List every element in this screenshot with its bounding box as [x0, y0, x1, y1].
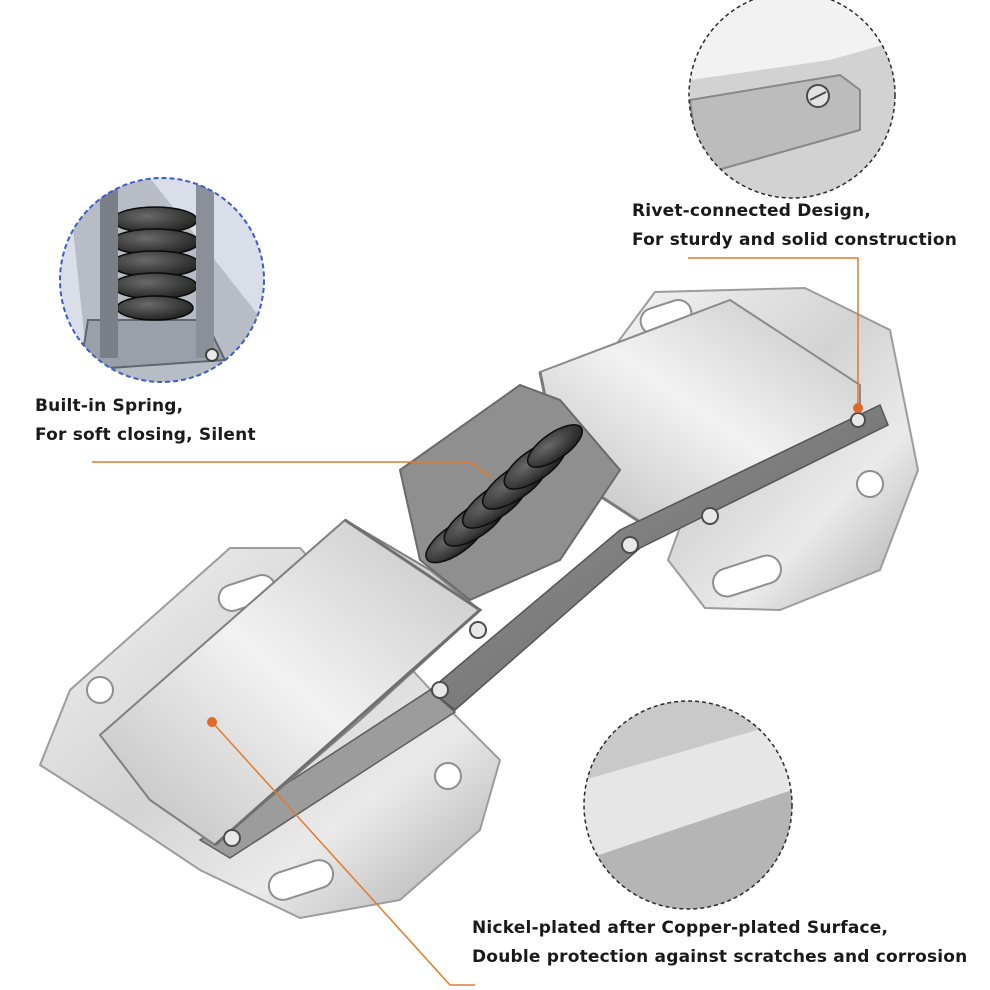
link-bar [198, 689, 457, 859]
surface-detail-circle [583, 700, 793, 910]
callout-spring-title: Built-in Spring, [35, 396, 184, 416]
leader-line-surface [211, 721, 475, 986]
marker-dot-surface [207, 717, 217, 727]
link-bar [428, 403, 889, 711]
marker-dot-rivet [853, 403, 863, 413]
callout-spring-subtitle: For soft closing, Silent [35, 425, 256, 445]
spring-coils [425, 424, 584, 564]
arm-edge [214, 518, 483, 847]
callout-rivet-subtitle: For sturdy and solid construction [632, 230, 958, 250]
slot-hole [712, 554, 782, 598]
callout-plated-surface: Nickel-plated after Copper-plated Surfac… [472, 914, 967, 972]
callout-rivet-title: Rivet-connected Design, [632, 201, 871, 221]
hinge-product [38, 286, 920, 920]
callout-rivet-design: Rivet-connected Design, For sturdy and s… [632, 197, 957, 255]
screw-hole [856, 470, 884, 498]
screw-hole [86, 676, 114, 704]
callout-surface-title: Nickel-plated after Copper-plated Surfac… [472, 918, 889, 938]
leader-line-rivet [688, 257, 859, 408]
rivets [223, 412, 866, 847]
screw-hole [434, 762, 462, 790]
spring-detail-circle [59, 177, 265, 383]
leader-lines [92, 257, 859, 986]
callout-surface-subtitle: Double protection against scratches and … [472, 947, 968, 967]
callout-built-in-spring: Built-in Spring, For soft closing, Silen… [35, 392, 256, 450]
slot-hole [267, 859, 335, 901]
rivet-detail-circle [688, 0, 896, 199]
leader-line-spring [92, 461, 493, 479]
